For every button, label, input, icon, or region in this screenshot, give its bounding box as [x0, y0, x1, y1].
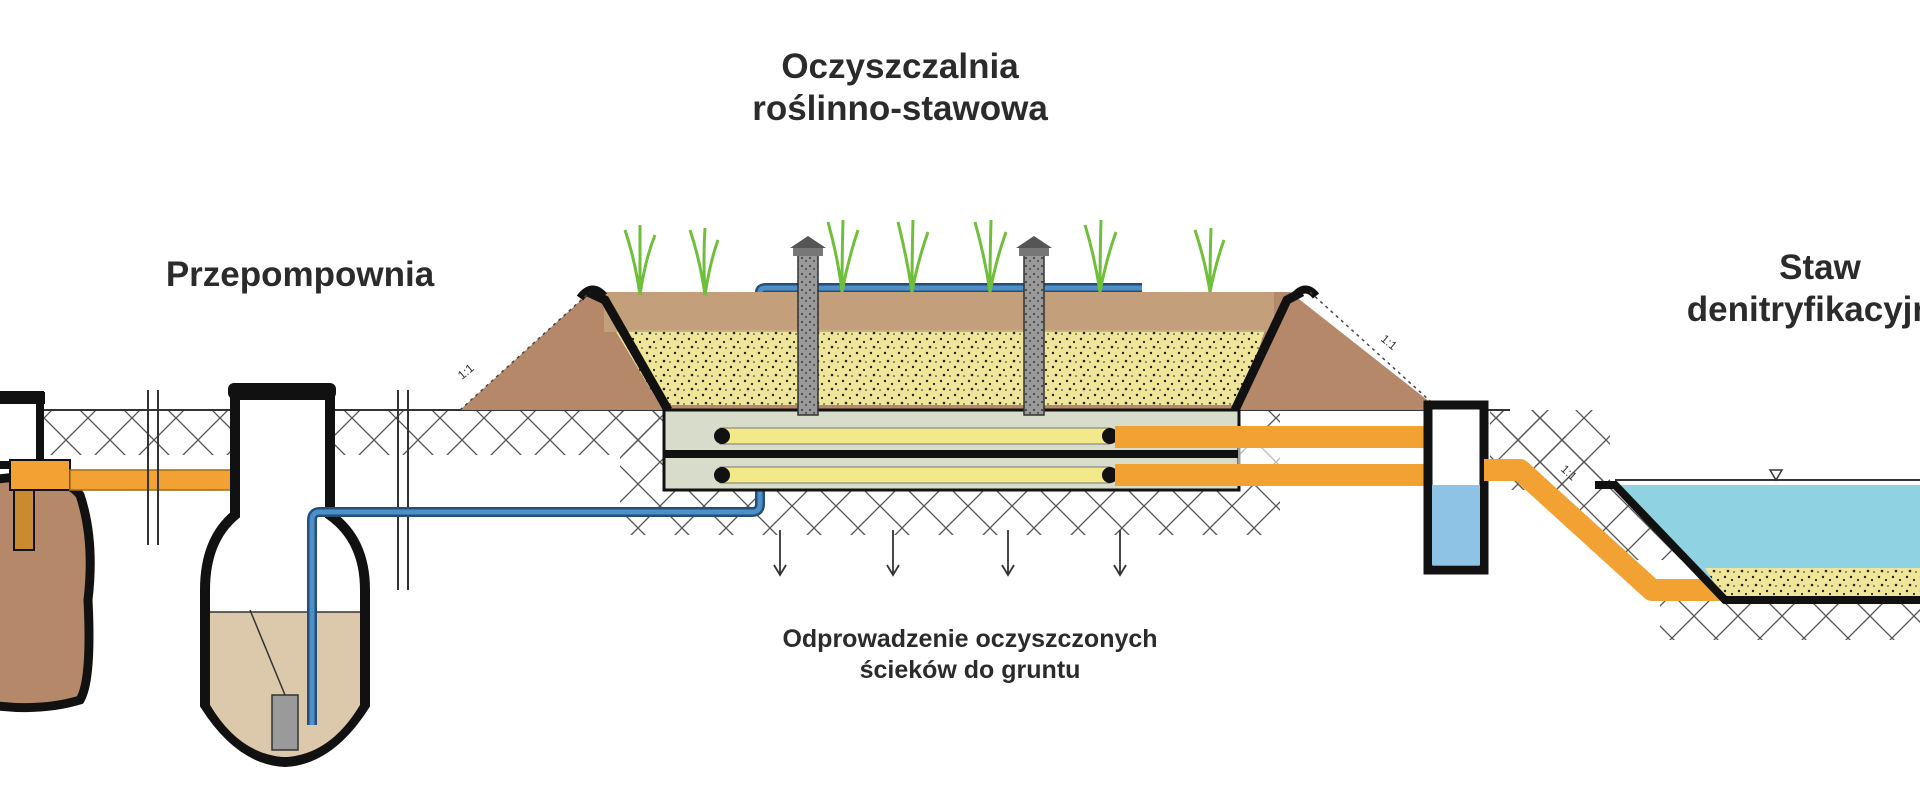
vent-stacks	[790, 236, 1052, 416]
septic-tank	[0, 391, 95, 713]
diagram-title: Oczyszczalnia roślinno-stawowa	[700, 46, 1100, 130]
diagram-title-line1: Oczyszczalnia	[781, 47, 1019, 86]
drainage-label: Odprowadzenie oczyszczonych ścieków do g…	[720, 624, 1220, 686]
wetland-bed	[459, 285, 1441, 492]
infiltration-arrows	[773, 530, 1127, 577]
plants	[623, 219, 1226, 296]
pump-station	[200, 383, 409, 768]
slope-mark: 1:1	[1378, 332, 1400, 354]
drainage-label-line2: ścieków do gruntu	[859, 656, 1081, 684]
control-well	[1423, 400, 1489, 575]
pressure-pipe	[307, 283, 1142, 725]
outflow-pipe	[1484, 459, 1720, 601]
slope-mark: 1:1	[455, 361, 477, 383]
drainage-label-line1: Odprowadzenie oczyszczonych	[782, 625, 1158, 653]
diagram-title-line2: roślinno-stawowa	[752, 89, 1048, 128]
inflow-pipe	[69, 390, 261, 545]
pond-label: Staw denitryfikacyjny	[1620, 247, 1920, 331]
pump-station-label: Przepompownia	[165, 255, 435, 294]
distribution-pipes	[714, 426, 1425, 486]
pond-label-line2: denitryfikacyjny	[1686, 290, 1920, 329]
pond-label-line1: Staw	[1779, 248, 1861, 287]
denitrification-pond	[1595, 469, 1920, 604]
